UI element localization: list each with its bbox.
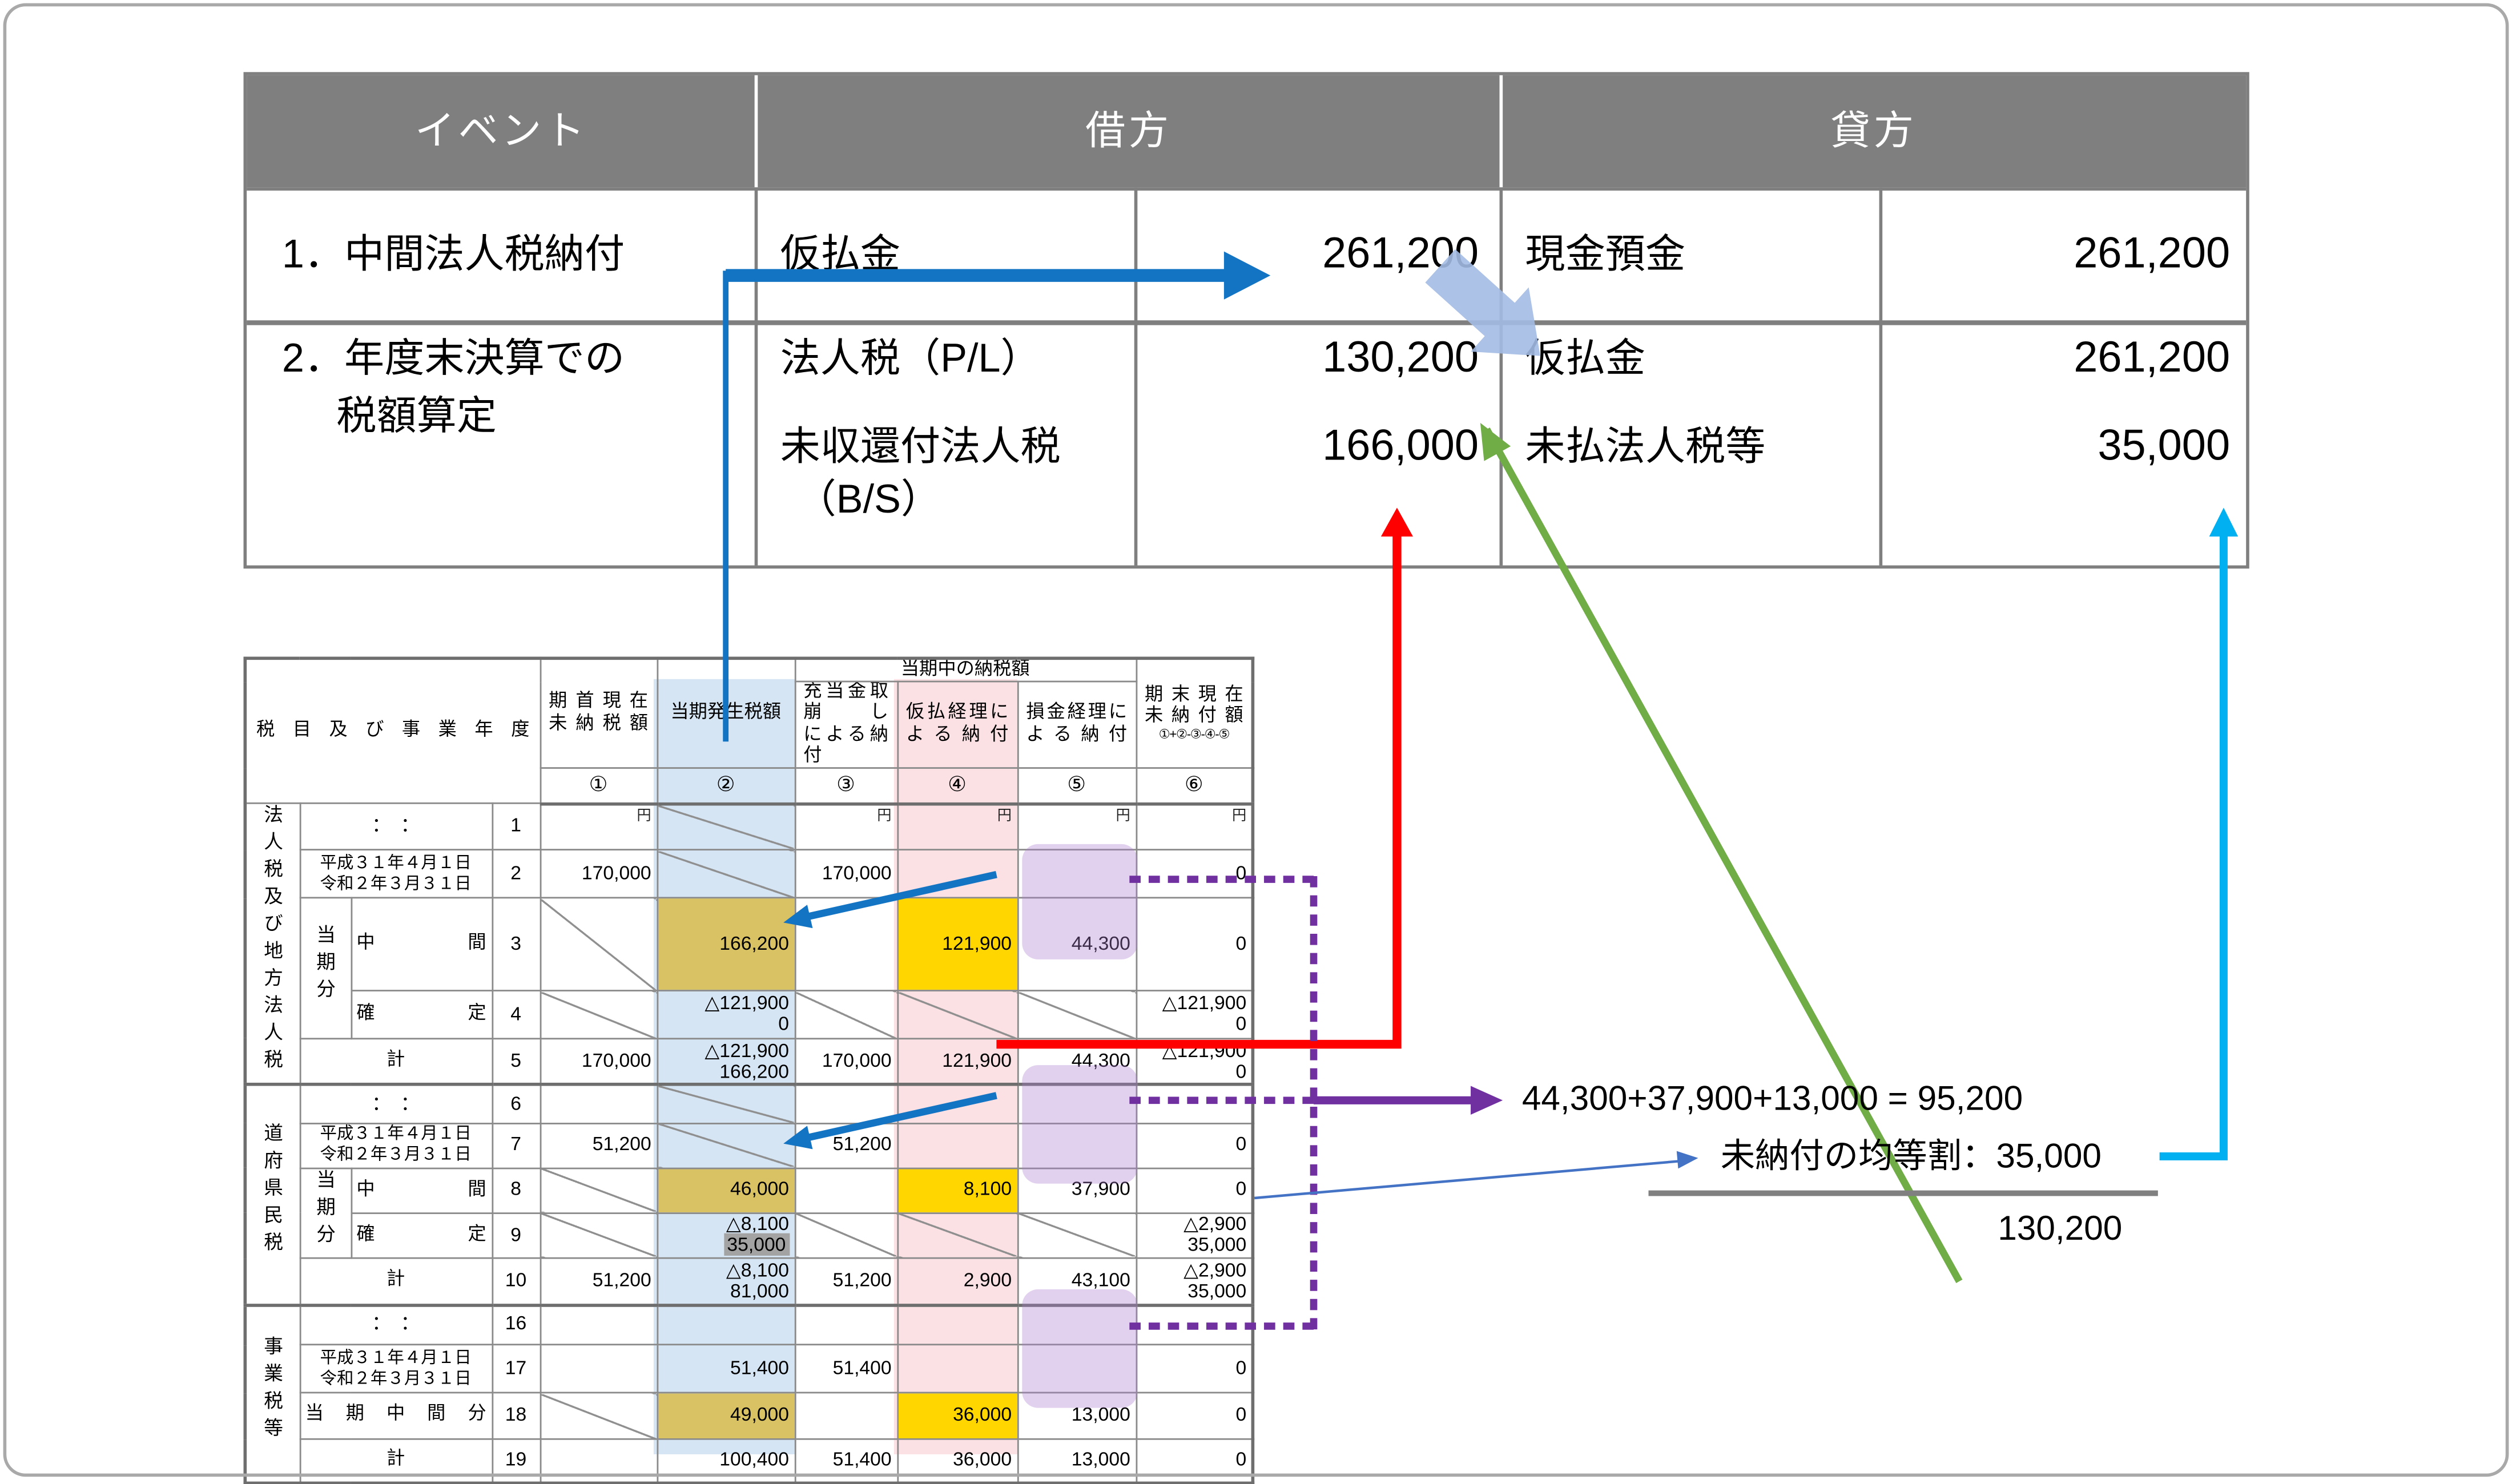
unpaid-kinto-text: 未納付の均等割：35,000 (1720, 1137, 2102, 1176)
column-divider (1134, 187, 1137, 566)
row-divider (247, 187, 2247, 190)
header-divider (1499, 75, 1503, 188)
header-divider (754, 75, 758, 188)
period-label: 当期分 (299, 1167, 352, 1259)
total-amount-text: 130,200 (1998, 1209, 2123, 1248)
section-label: 法人税及び地方法人税 (244, 803, 301, 1086)
table-row: 平成３１年４月１日令和２年３月３１日 7 51,200 51,200 0 (245, 1122, 1254, 1169)
period-label: 当期分 (299, 897, 352, 1039)
credit-amount: 261,200 (2074, 333, 2231, 381)
table-row: 平成３１年４月１日令和２年３月３１日 17 51,400 51,400 0 (245, 1344, 1254, 1394)
header-group-payments: 当期中の納税額 (794, 657, 1137, 683)
cyan-connector-arrow (2159, 507, 2239, 1161)
journal-header-event: イベント (414, 108, 588, 154)
table-row: 事業税等 ： ： 16 (244, 1302, 1254, 1483)
table-row: 道府県民税 ： ： 6 (244, 1083, 1254, 1306)
header-tax-item: 税目及び事業年度 (244, 657, 541, 804)
table-row: 計 19 100,400 51,400 36,000 13,000 0 (245, 1438, 1254, 1483)
table-row: 法人税及び地方法人税 ： ： 1 円 円 円 円 円 (244, 803, 1254, 1086)
header-col1: 期首現在未納税額 (539, 657, 658, 769)
sum-formula-text: 44,300+37,900+13,000 = 95,200 (1521, 1079, 2023, 1118)
debit-amount: 261,200 (1322, 229, 1479, 277)
debit-account: （B/S） (796, 477, 941, 522)
debit-amount: 166,000 (1322, 421, 1479, 470)
debit-account: 仮払金 (780, 232, 901, 277)
gray-highlight: 35,000 (723, 1234, 790, 1257)
row-number: 1 (491, 803, 541, 851)
section-label: 道府県民税 (244, 1083, 301, 1306)
journal-header-row (247, 75, 2247, 188)
credit-account: 現金預金 (1525, 232, 1686, 277)
column-divider (1499, 187, 1502, 566)
debit-amount: 130,200 (1322, 333, 1479, 381)
table-row: 当期中間分 18 49,000 36,000 13,000 0 (245, 1392, 1254, 1440)
header-col5: 損金経理による納付 (1016, 681, 1137, 769)
col-number: ② (656, 767, 796, 805)
column-divider (754, 187, 757, 566)
journal-table: イベント 借方 貸方 1．中間法人税納付 仮払金 261,200 現金預金 26… (243, 72, 2249, 569)
journal-header-debit: 借方 (1085, 108, 1172, 154)
credit-account: 未払法人税等 (1525, 424, 1766, 470)
event-label: 1．中間法人税納付 (281, 232, 625, 277)
debit-account: 未収還付法人税 (780, 424, 1061, 470)
header-col2: 当期発生税額 (656, 657, 796, 769)
credit-amount: 261,200 (2074, 229, 2231, 277)
debit-account: 法人税（P/L） (780, 336, 1041, 381)
col-number: ③ (794, 767, 898, 805)
thin-blue-connector-arrow (1254, 1151, 1698, 1200)
credit-account: 仮払金 (1525, 336, 1645, 381)
purple-arrow (1314, 1086, 1503, 1115)
header-col3: 充当金取崩しによる納付 (794, 681, 898, 769)
table-row: 当期分 中間 3 166,200 121,900 44,300 0 (245, 897, 1254, 1039)
col-number: ④ (896, 767, 1019, 805)
event-label: 税額算定 (336, 394, 497, 439)
tax-schedule-table: 税目及び事業年度 期首現在未納税額 当期発生税額 当期中の納税額 期末現在未納付… (243, 656, 1255, 1484)
col-number: ⑥ (1135, 767, 1254, 805)
row-desc: ： ： (299, 803, 493, 851)
col-number: ① (539, 767, 658, 805)
event-label: 2．年度末決算での (281, 336, 625, 381)
journal-header-credit: 貸方 (1830, 108, 1917, 154)
header-col4: 仮払経理による納付 (896, 681, 1019, 769)
row-divider (247, 320, 2247, 325)
column-divider (1879, 187, 1882, 566)
section-label: 事業税等 (244, 1302, 301, 1483)
col-number: ⑤ (1016, 767, 1137, 805)
credit-amount: 35,000 (2098, 421, 2231, 470)
table-row: 当期分 中間 8 46,000 8,100 37,900 0 (245, 1167, 1254, 1259)
table-row: 平成３１年４月１日令和２年３月３１日 2 170,000 170,000 0 (245, 849, 1254, 899)
